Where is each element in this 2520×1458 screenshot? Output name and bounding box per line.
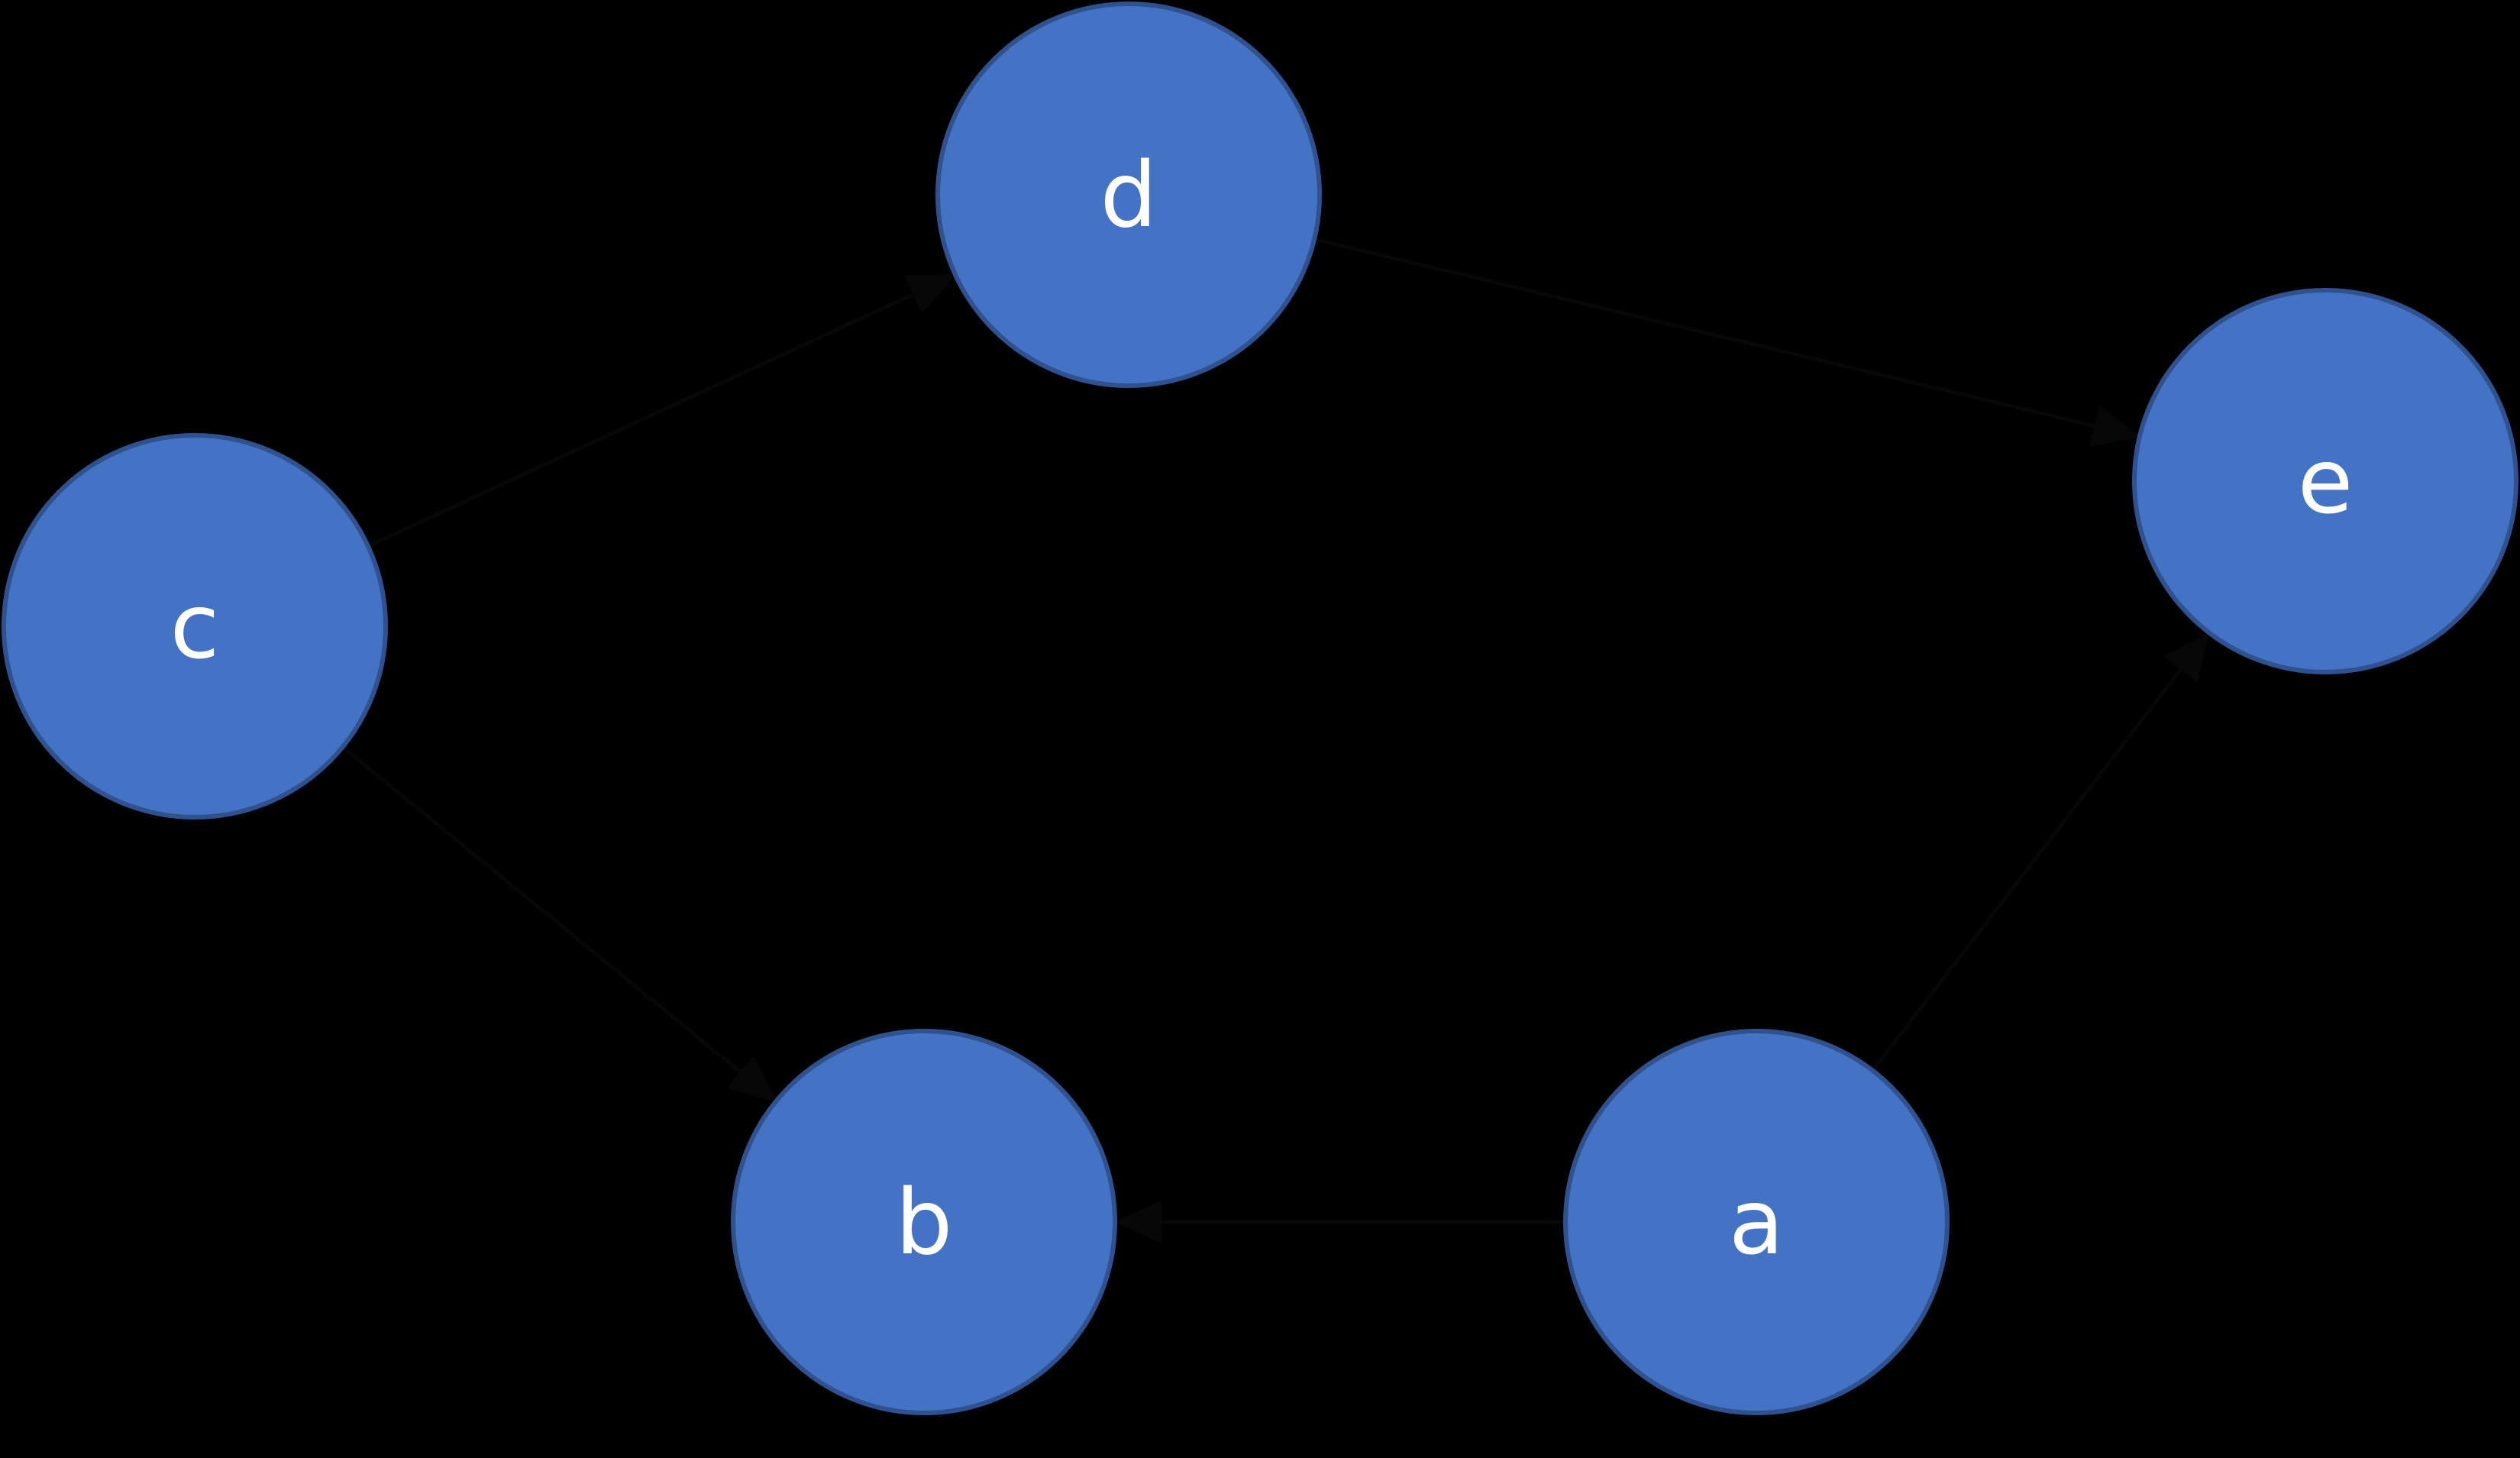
graph-arrowhead-a-to-e: [2163, 631, 2211, 683]
graph-node-a[interactable]: a: [1563, 1029, 1950, 1415]
edges-layer: [341, 237, 2211, 1243]
graph-arrowhead-c-to-d: [904, 273, 958, 314]
graph-node-circle-e[interactable]: [2132, 288, 2518, 674]
graph-edge-c-to-b: [341, 745, 777, 1103]
graph-node-circle-a[interactable]: [1563, 1029, 1950, 1415]
graph-edge-c-to-d: [367, 273, 957, 548]
graph-edge-d-to-e: [1313, 237, 2140, 439]
graph-arrowhead-a-to-b: [1113, 1201, 1161, 1243]
graph-edge-a-to-e: [1871, 631, 2211, 1072]
graph-node-circle-b[interactable]: [731, 1029, 1117, 1415]
graph-node-b[interactable]: b: [731, 1029, 1117, 1415]
graph-arrowhead-c-to-b: [726, 1055, 778, 1103]
graph-arrowhead-d-to-e: [2089, 405, 2142, 447]
graph-node-circle-d[interactable]: [935, 2, 1322, 388]
graph-node-circle-c[interactable]: [2, 433, 388, 820]
graph-node-e[interactable]: e: [2132, 288, 2518, 674]
graph-node-d[interactable]: d: [935, 2, 1322, 388]
graph-node-c[interactable]: c: [2, 433, 388, 820]
nodes-layer: d e cb a: [2, 2, 2518, 1415]
